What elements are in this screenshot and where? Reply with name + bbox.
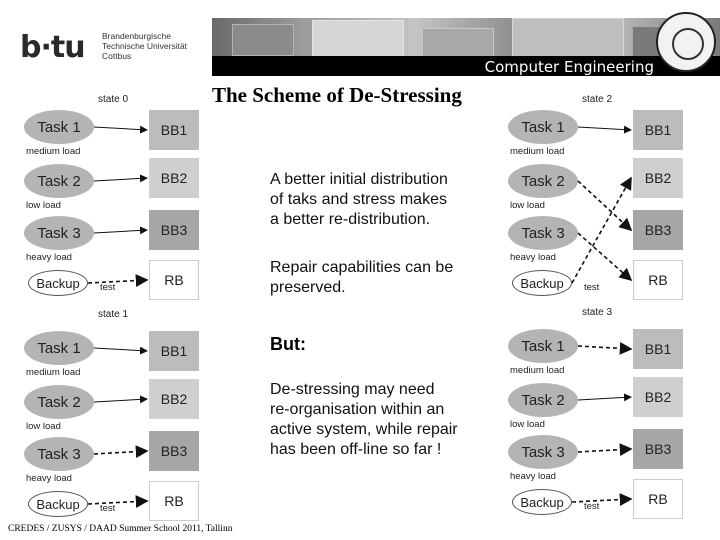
- assignment-arrow: [94, 127, 147, 130]
- assignment-arrows: [508, 311, 693, 531]
- university-name: Brandenburgische Technische Universität …: [102, 31, 187, 61]
- slide-title: The Scheme of De-Stressing: [212, 83, 462, 108]
- footer-credit: CREDES / ZUSYS / DAAD Summer School 2011…: [8, 524, 232, 534]
- assignment-arrow: [572, 178, 631, 283]
- assignment-arrow: [94, 230, 147, 233]
- assignment-arrow: [88, 280, 147, 283]
- assignment-arrows: [24, 313, 209, 533]
- assignment-arrow: [94, 451, 147, 454]
- university-line: Cottbus: [102, 51, 187, 61]
- assignment-arrow: [88, 501, 147, 504]
- assignment-arrow: [94, 348, 147, 351]
- assignment-arrow: [578, 181, 631, 230]
- text-line: Repair capabilities can be: [270, 258, 453, 278]
- assignment-arrows: [24, 92, 209, 312]
- assignment-arrow: [94, 399, 147, 402]
- university-line: Technische Universität: [102, 41, 187, 51]
- but-heading: But:: [270, 334, 306, 355]
- assignment-arrow: [578, 449, 631, 452]
- paragraph-distribution: A better initial distribution of taks an…: [270, 170, 448, 230]
- paragraph-repair: Repair capabilities can be preserved.: [270, 258, 453, 298]
- department-title: Computer Engineering: [485, 58, 654, 76]
- text-line: re-organisation within an: [270, 400, 458, 420]
- assignment-arrow: [578, 233, 631, 280]
- logo-mark: b·tu: [20, 30, 85, 65]
- text-line: A better initial distribution: [270, 170, 448, 190]
- text-line: of taks and stress makes: [270, 190, 448, 210]
- assignment-arrows: [508, 92, 693, 312]
- assignment-arrow: [578, 127, 631, 130]
- text-line: a better re-distribution.: [270, 210, 448, 230]
- assignment-arrow: [578, 397, 631, 400]
- assignment-arrow: [572, 499, 631, 502]
- btu-logo: b·tu: [20, 30, 85, 65]
- paragraph-destressing: De-stressing may need re-organisation wi…: [270, 380, 458, 460]
- assignment-arrow: [578, 346, 631, 349]
- assignment-arrow: [94, 178, 147, 181]
- computer-engineering-emblem: [656, 12, 716, 72]
- text-line: active system, while repair: [270, 420, 458, 440]
- emblem-chip-icon: [672, 28, 704, 60]
- text-line: preserved.: [270, 278, 453, 298]
- text-line: has been off-line so far !: [270, 440, 458, 460]
- text-line: De-stressing may need: [270, 380, 458, 400]
- university-line: Brandenburgische: [102, 31, 187, 41]
